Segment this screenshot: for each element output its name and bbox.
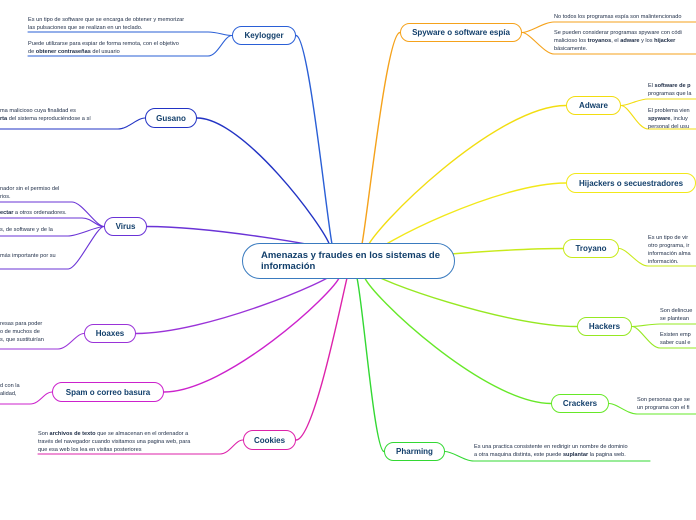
note-keylogger: Puede utilizarse para espiar de forma re… (28, 41, 179, 55)
central-topic[interactable]: Amenazas y fraudes en los sistemas de in… (242, 243, 455, 279)
topic-label: Crackers (562, 399, 598, 408)
topic-label: Troyano (575, 244, 607, 253)
branch-connector-gusano (196, 117, 331, 247)
note-connector-troyano (618, 247, 649, 267)
topic-hijackers[interactable]: Hijackers o secuestradores (566, 173, 696, 193)
branch-connector-keylogger (295, 34, 333, 245)
note-connector-virus (67, 225, 105, 237)
branch-connector-spam (163, 275, 341, 393)
topic-pharming[interactable]: Pharming (384, 442, 445, 461)
note-spyware: No todos los programas espía son malinte… (554, 14, 682, 20)
note-connector-spam (29, 391, 53, 405)
note-connector-keylogger (207, 31, 233, 37)
note-connector-adware (620, 98, 649, 107)
branch-connector-spyware (361, 31, 401, 245)
branch-connector-crackers (363, 275, 552, 405)
topic-label: Spyware o software espía (412, 28, 510, 37)
central-topic-title: Amenazas y fraudes en los sistemas de in… (261, 249, 440, 272)
note-virus: más importante por su (0, 253, 56, 259)
note-connector-hackers (631, 323, 661, 328)
note-connector-spyware (521, 31, 555, 55)
topic-label: Hijackers o secuestradores (578, 178, 684, 188)
topic-hackers[interactable]: Hackers (577, 317, 632, 336)
topic-virus[interactable]: Virus (104, 217, 147, 236)
topic-hoaxes[interactable]: Hoaxes (84, 324, 136, 343)
topic-label: Hoaxes (95, 329, 125, 338)
topic-spyware[interactable]: Spyware o software espía (400, 23, 522, 42)
note-keylogger: Es un tipo de software que se encarga de… (28, 17, 185, 31)
note-connector-hackers (631, 325, 661, 349)
topic-label: Pharming (396, 447, 433, 456)
note-virus: s, de software y de la (0, 227, 53, 233)
note-pharming: Es una practica consistente en redirigir… (474, 444, 628, 458)
note-connector-crackers (608, 402, 638, 415)
note-connector-pharming (444, 450, 475, 462)
note-connector-adware (620, 104, 649, 130)
topic-label: Keylogger (244, 31, 284, 40)
topic-label: Spam o correo basura (65, 387, 151, 397)
topic-spam[interactable]: Spam o correo basura (52, 382, 164, 402)
topic-label: Adware (579, 101, 608, 110)
topic-label: Gusano (156, 113, 186, 123)
note-virus: ectar a otros ordenadores. (0, 210, 67, 216)
topic-label: Hackers (588, 322, 621, 331)
note-connector-keylogger (207, 34, 233, 57)
topic-keylogger[interactable]: Keylogger (232, 26, 296, 45)
note-connector-cookies (219, 439, 244, 455)
branch-connector-adware (365, 104, 567, 251)
note-cookies: Son archivos de texto que se almacenan e… (38, 431, 191, 453)
note-connector-spyware (521, 21, 555, 34)
topic-gusano[interactable]: Gusano (145, 108, 197, 128)
topic-troyano[interactable]: Troyano (563, 239, 619, 258)
topic-label: Virus (115, 222, 136, 231)
topic-label: Cookies (253, 435, 286, 445)
branch-connector-pharming (356, 277, 385, 453)
topic-adware[interactable]: Adware (566, 96, 621, 115)
topic-crackers[interactable]: Crackers (551, 394, 609, 413)
note-connector-hoaxes (57, 332, 85, 350)
note-connector-virus (67, 225, 105, 270)
branch-connector-cookies (295, 277, 348, 441)
note-connector-gusano (117, 117, 146, 130)
note-spyware: Se pueden considerar programas spyware c… (554, 30, 682, 52)
branch-connector-hoaxes (135, 271, 337, 335)
topic-cookies[interactable]: Cookies (243, 430, 296, 450)
